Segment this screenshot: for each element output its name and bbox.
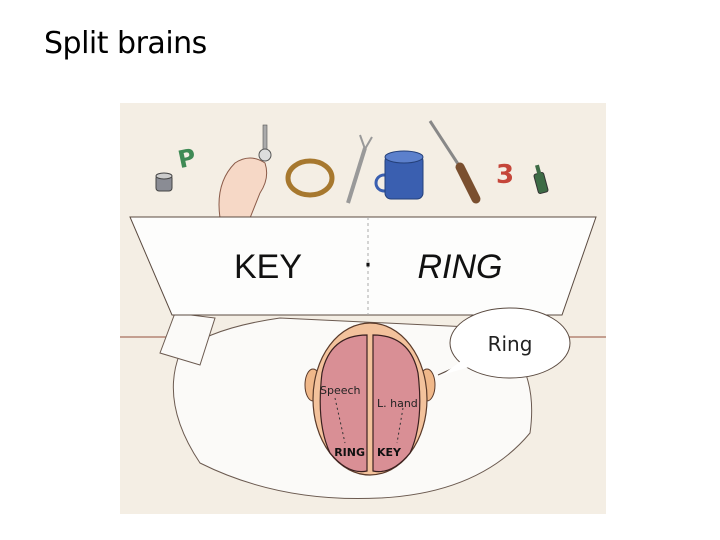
right-visual-field-word: RING (418, 248, 503, 286)
left-hemisphere (319, 334, 368, 473)
divided-screen (129, 216, 597, 316)
person-arm (159, 312, 216, 366)
speech-bubble-text: Ring (488, 332, 533, 356)
right-hemisphere-word: KEY (377, 446, 402, 459)
number-3-object: 3 (496, 160, 514, 190)
thimble-icon (155, 172, 173, 192)
fixation-point: · (363, 248, 373, 283)
fork-icon (346, 134, 373, 204)
hand-holding-key-icon (218, 124, 272, 219)
left-visual-field-word: KEY (234, 248, 302, 286)
bottle-icon (533, 164, 549, 195)
right-hemisphere (372, 334, 421, 473)
left-hand-area-label: L. hand (377, 397, 418, 410)
letter-p-object: P (175, 143, 198, 174)
objects-row: P 3 (155, 120, 549, 219)
speech-area-label: Speech (320, 384, 361, 397)
slide-title: Split brains (44, 26, 207, 61)
hand-pathway (396, 407, 404, 444)
mug-icon (374, 150, 424, 200)
speech-bubble: Ring (437, 307, 571, 379)
split-brain-illustration: P 3 KEY · RING Speech L. hand RING KEY (120, 103, 606, 514)
ring-icon (285, 158, 335, 198)
left-hemisphere-word: RING (334, 446, 365, 459)
head-top-view: Speech L. hand RING KEY (304, 322, 436, 476)
screwdriver-icon (428, 120, 481, 204)
